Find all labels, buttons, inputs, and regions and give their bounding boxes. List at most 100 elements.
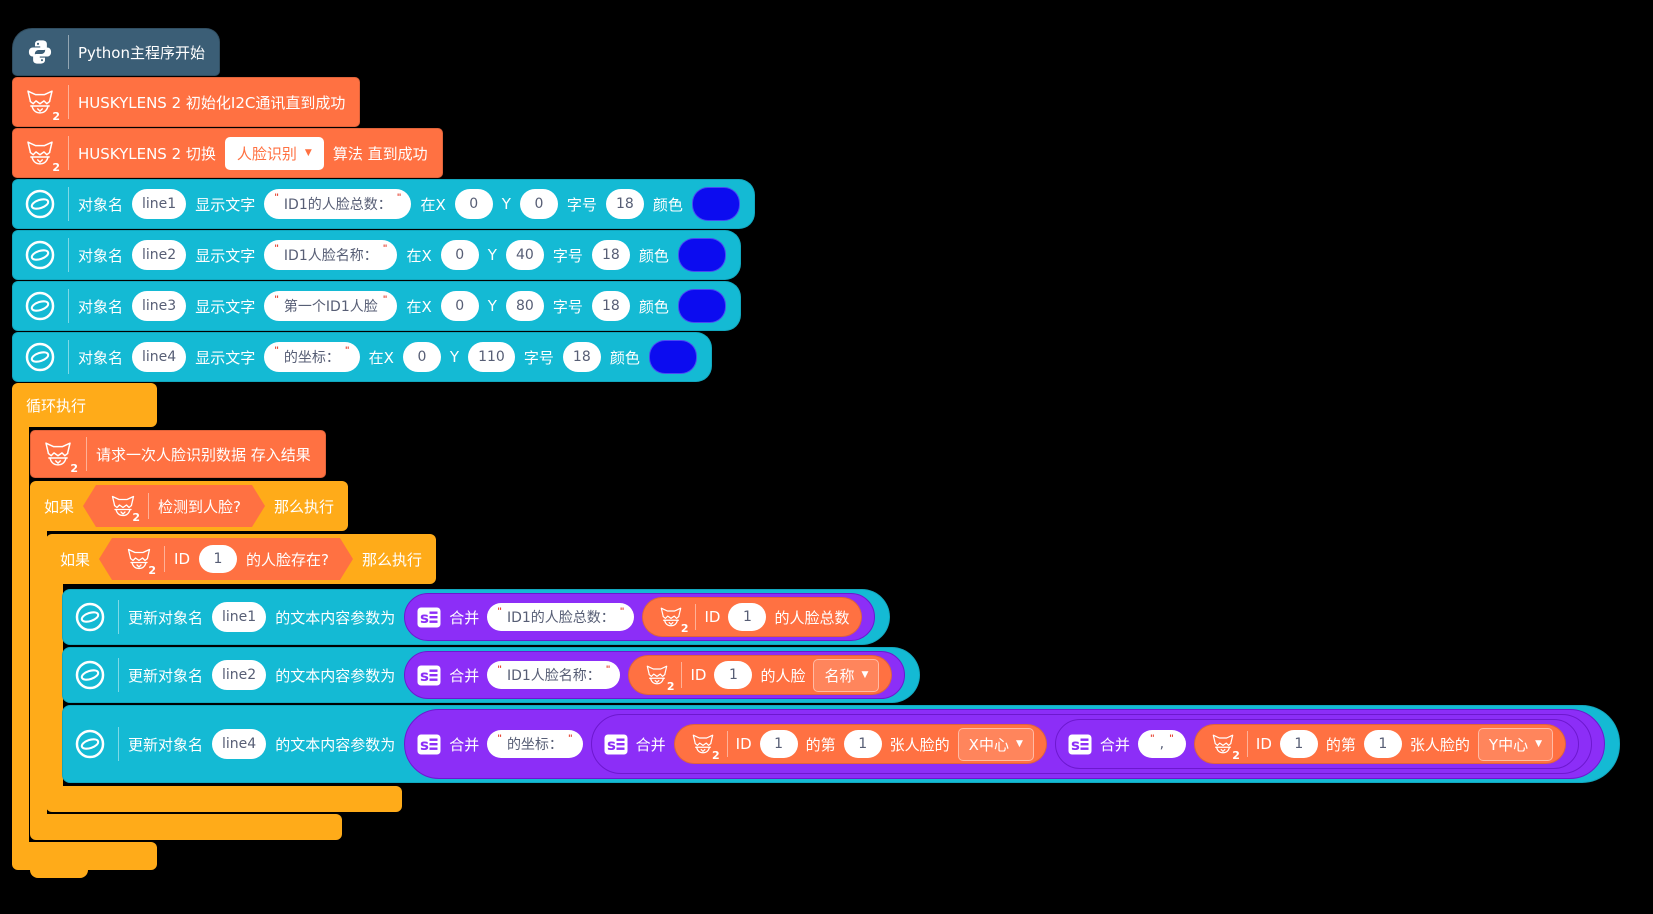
text-field[interactable]: "ID1人脸名称：" <box>264 240 398 270</box>
huskylens-init-block[interactable]: 2 HUSKYLENS 2 初始化I2C通讯直到成功 <box>12 77 361 127</box>
face-detected-condition[interactable]: 2 检测到人脸? <box>83 485 265 527</box>
id-field[interactable]: 1 <box>714 661 753 689</box>
request-label: 请求一次人脸识别数据 存入结果 <box>96 445 311 464</box>
loop-bottom-bar <box>12 842 157 870</box>
x-field[interactable]: 0 <box>454 189 493 219</box>
x-field[interactable]: 0 <box>402 342 441 372</box>
join-block[interactable]: s 合并 2 ID 1 的第 1 张人脸的 <box>590 714 1592 774</box>
svg-text:s: s <box>1071 736 1080 754</box>
request-face-data-block[interactable]: 2 请求一次人脸识别数据 存入结果 <box>30 430 326 478</box>
huskylens-icon: 2 <box>21 83 60 123</box>
display-icon <box>21 287 59 325</box>
color-picker[interactable] <box>677 289 726 323</box>
svg-text:s: s <box>607 736 616 754</box>
algorithm-dropdown[interactable]: 人脸识别 ▼ <box>224 136 324 170</box>
string-icon: s <box>604 734 628 755</box>
id-field[interactable]: 1 <box>728 603 767 631</box>
text-field[interactable]: "," <box>1137 730 1186 758</box>
join-block[interactable]: s 合并 "," 2 ID 1 的第 <box>1054 719 1579 769</box>
condition-label: 的人脸存在? <box>246 550 329 569</box>
font-size-field[interactable]: 18 <box>591 240 630 270</box>
join-block[interactable]: s 合并 "ID1的人脸总数：" 2 ID 1 的人脸总数 <box>404 593 876 641</box>
if-left-spine <box>30 531 47 814</box>
font-size-field[interactable]: 18 <box>591 291 630 321</box>
display-text-block[interactable]: 对象名 line4 显示文字 "的坐标：" 在X 0 Y 110 字号 18 颜… <box>12 332 712 382</box>
face-count-reporter[interactable]: 2 ID 1 的人脸总数 <box>642 597 863 637</box>
id-face-exists-condition[interactable]: 2 ID 1 的人脸存在? <box>99 538 353 580</box>
face-y-center-reporter[interactable]: 2 ID 1 的第 1 张人脸的 Y中心 ▼ <box>1193 724 1566 764</box>
text-field[interactable]: "ID1的人脸总数：" <box>264 189 412 219</box>
display-icon <box>71 598 109 636</box>
face-x-center-reporter[interactable]: 2 ID 1 的第 1 张人脸的 X中心 ▼ <box>673 724 1047 764</box>
text-field[interactable]: "第一个ID1人脸" <box>264 291 398 321</box>
update-text-block[interactable]: 更新对象名 line1 的文本内容参数为 s 合并 "ID1的人脸总数：" 2 … <box>62 589 891 645</box>
python-start-block[interactable]: Python主程序开始 <box>12 28 220 76</box>
property-dropdown[interactable]: Y中心 ▼ <box>1477 727 1553 761</box>
chevron-down-icon: ▼ <box>304 147 312 158</box>
property-dropdown[interactable]: 名称 ▼ <box>813 658 880 692</box>
object-name-field[interactable]: line2 <box>212 660 267 690</box>
color-picker[interactable] <box>648 340 697 374</box>
property-dropdown[interactable]: X中心 ▼ <box>957 727 1034 761</box>
font-size-field[interactable]: 18 <box>605 189 644 219</box>
color-picker[interactable] <box>691 187 740 221</box>
divider <box>68 187 69 221</box>
x-field[interactable]: 0 <box>440 291 479 321</box>
if-bottom-bar <box>30 814 342 840</box>
loop-forever-block[interactable]: 循环执行 <box>12 383 157 427</box>
divider <box>68 136 69 170</box>
object-name-field[interactable]: line1 <box>212 602 267 632</box>
switch-label-suffix: 算法 直到成功 <box>332 144 428 163</box>
id-field[interactable]: 1 <box>199 545 237 573</box>
condition-label: 检测到人脸? <box>158 497 241 516</box>
text-field[interactable]: "ID1人脸名称：" <box>487 661 621 689</box>
svg-text:s: s <box>420 736 429 754</box>
divider <box>695 604 697 630</box>
if-id-face-exists-block[interactable]: 如果 2 ID 1 的人脸存在? 那么执行 <box>46 534 436 584</box>
y-field[interactable]: 110 <box>468 342 515 372</box>
string-icon: s <box>417 607 441 628</box>
display-text-block[interactable]: 对象名 line3 显示文字 "第一个ID1人脸" 在X 0 Y 80 字号 1… <box>12 281 741 331</box>
display-icon <box>21 185 59 223</box>
huskylens-switch-block[interactable]: 2 HUSKYLENS 2 切换 人脸识别 ▼ 算法 直到成功 <box>12 128 443 178</box>
hat-label: Python主程序开始 <box>78 43 205 62</box>
huskylens-icon: 2 <box>107 490 139 522</box>
divider <box>148 493 149 519</box>
divider <box>118 727 119 761</box>
color-picker[interactable] <box>677 238 726 272</box>
object-name-field[interactable]: line4 <box>212 729 267 759</box>
divider <box>86 437 87 471</box>
object-name-field[interactable]: line1 <box>132 189 187 219</box>
id-field[interactable]: 1 <box>759 730 798 758</box>
id-field[interactable]: 1 <box>1279 730 1318 758</box>
text-field[interactable]: "ID1的人脸总数：" <box>487 603 635 631</box>
text-field[interactable]: "的坐标：" <box>487 730 583 758</box>
update-text-block[interactable]: 更新对象名 line4 的文本内容参数为 s 合并 "的坐标：" s 合并 2 <box>62 705 1620 783</box>
index-field[interactable]: 1 <box>843 730 882 758</box>
y-field[interactable]: 0 <box>519 189 558 219</box>
font-size-field[interactable]: 18 <box>562 342 601 372</box>
x-field[interactable]: 0 <box>440 240 479 270</box>
index-field[interactable]: 1 <box>1363 730 1402 758</box>
y-field[interactable]: 40 <box>505 240 544 270</box>
display-text-block[interactable]: 对象名 line1 显示文字 "ID1的人脸总数：" 在X 0 Y 0 字号 1… <box>12 179 755 229</box>
display-text-block[interactable]: 对象名 line2 显示文字 "ID1人脸名称：" 在X 0 Y 40 字号 1… <box>12 230 741 280</box>
chevron-down-icon: ▼ <box>1535 738 1542 749</box>
object-name-field[interactable]: line2 <box>132 240 187 270</box>
y-field[interactable]: 80 <box>505 291 544 321</box>
divider <box>118 658 119 692</box>
object-name-field[interactable]: line4 <box>132 342 187 372</box>
algorithm-value: 人脸识别 <box>236 144 297 163</box>
huskylens-icon: 2 <box>123 543 155 575</box>
update-text-block[interactable]: 更新对象名 line2 的文本内容参数为 s 合并 "ID1人脸名称：" 2 I… <box>62 647 921 703</box>
if-face-detected-block[interactable]: 如果 2 检测到人脸? 那么执行 <box>30 481 348 531</box>
string-icon: s <box>417 734 441 755</box>
string-icon: s <box>1068 734 1092 755</box>
face-name-reporter[interactable]: 2 ID 1 的人脸 名称 ▼ <box>628 655 893 695</box>
join-block[interactable]: s 合并 "的坐标：" s 合并 2 ID 1 <box>404 709 1605 779</box>
text-field[interactable]: "的坐标：" <box>264 342 360 372</box>
divider <box>726 731 728 757</box>
object-name-field[interactable]: line3 <box>132 291 187 321</box>
divider <box>68 340 69 374</box>
join-block[interactable]: s 合并 "ID1人脸名称：" 2 ID 1 的人脸 名称 ▼ <box>404 651 906 699</box>
